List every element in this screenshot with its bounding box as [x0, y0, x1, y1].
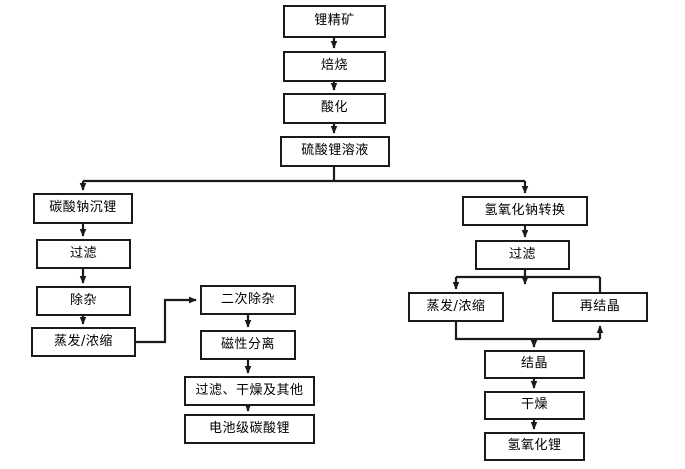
edge-zhengfa-to-erci-elbow [136, 296, 197, 344]
node-filtration-drying-other[interactable]: 过滤、干燥及其他 [184, 376, 315, 406]
node-filtration-left[interactable]: 过滤 [36, 239, 131, 269]
node-battery-grade-lithium-carbonate[interactable]: 电池级碳酸锂 [184, 414, 315, 444]
node-evaporation-concentration-right[interactable]: 蒸发/浓缩 [408, 292, 504, 322]
node-crystallization[interactable]: 结晶 [484, 350, 585, 379]
node-evaporation-concentration-left[interactable]: 蒸发/浓缩 [31, 327, 136, 357]
node-secondary-impurity-removal[interactable]: 二次除杂 [200, 285, 296, 315]
node-impurity-removal[interactable]: 除杂 [36, 286, 131, 316]
node-roasting[interactable]: 焙烧 [283, 51, 386, 82]
node-recrystallization[interactable]: 再结晶 [552, 292, 648, 322]
node-sodium-hydroxide-conversion[interactable]: 氢氧化钠转换 [462, 196, 588, 226]
edge-zhengfa-merge-bar [454, 322, 600, 341]
node-magnetic-separation[interactable]: 磁性分离 [200, 330, 296, 360]
node-filtration-right[interactable]: 过滤 [475, 240, 570, 270]
node-sodium-carbonate-precipitation[interactable]: 碳酸钠沉锂 [33, 193, 133, 224]
node-acidification[interactable]: 酸化 [283, 93, 386, 124]
node-lithium-concentrate[interactable]: 锂精矿 [283, 5, 386, 38]
node-lithium-hydroxide[interactable]: 氢氧化锂 [484, 432, 585, 461]
node-lithium-sulfate-solution[interactable]: 硫酸锂溶液 [280, 136, 390, 167]
node-drying[interactable]: 干燥 [484, 391, 585, 420]
